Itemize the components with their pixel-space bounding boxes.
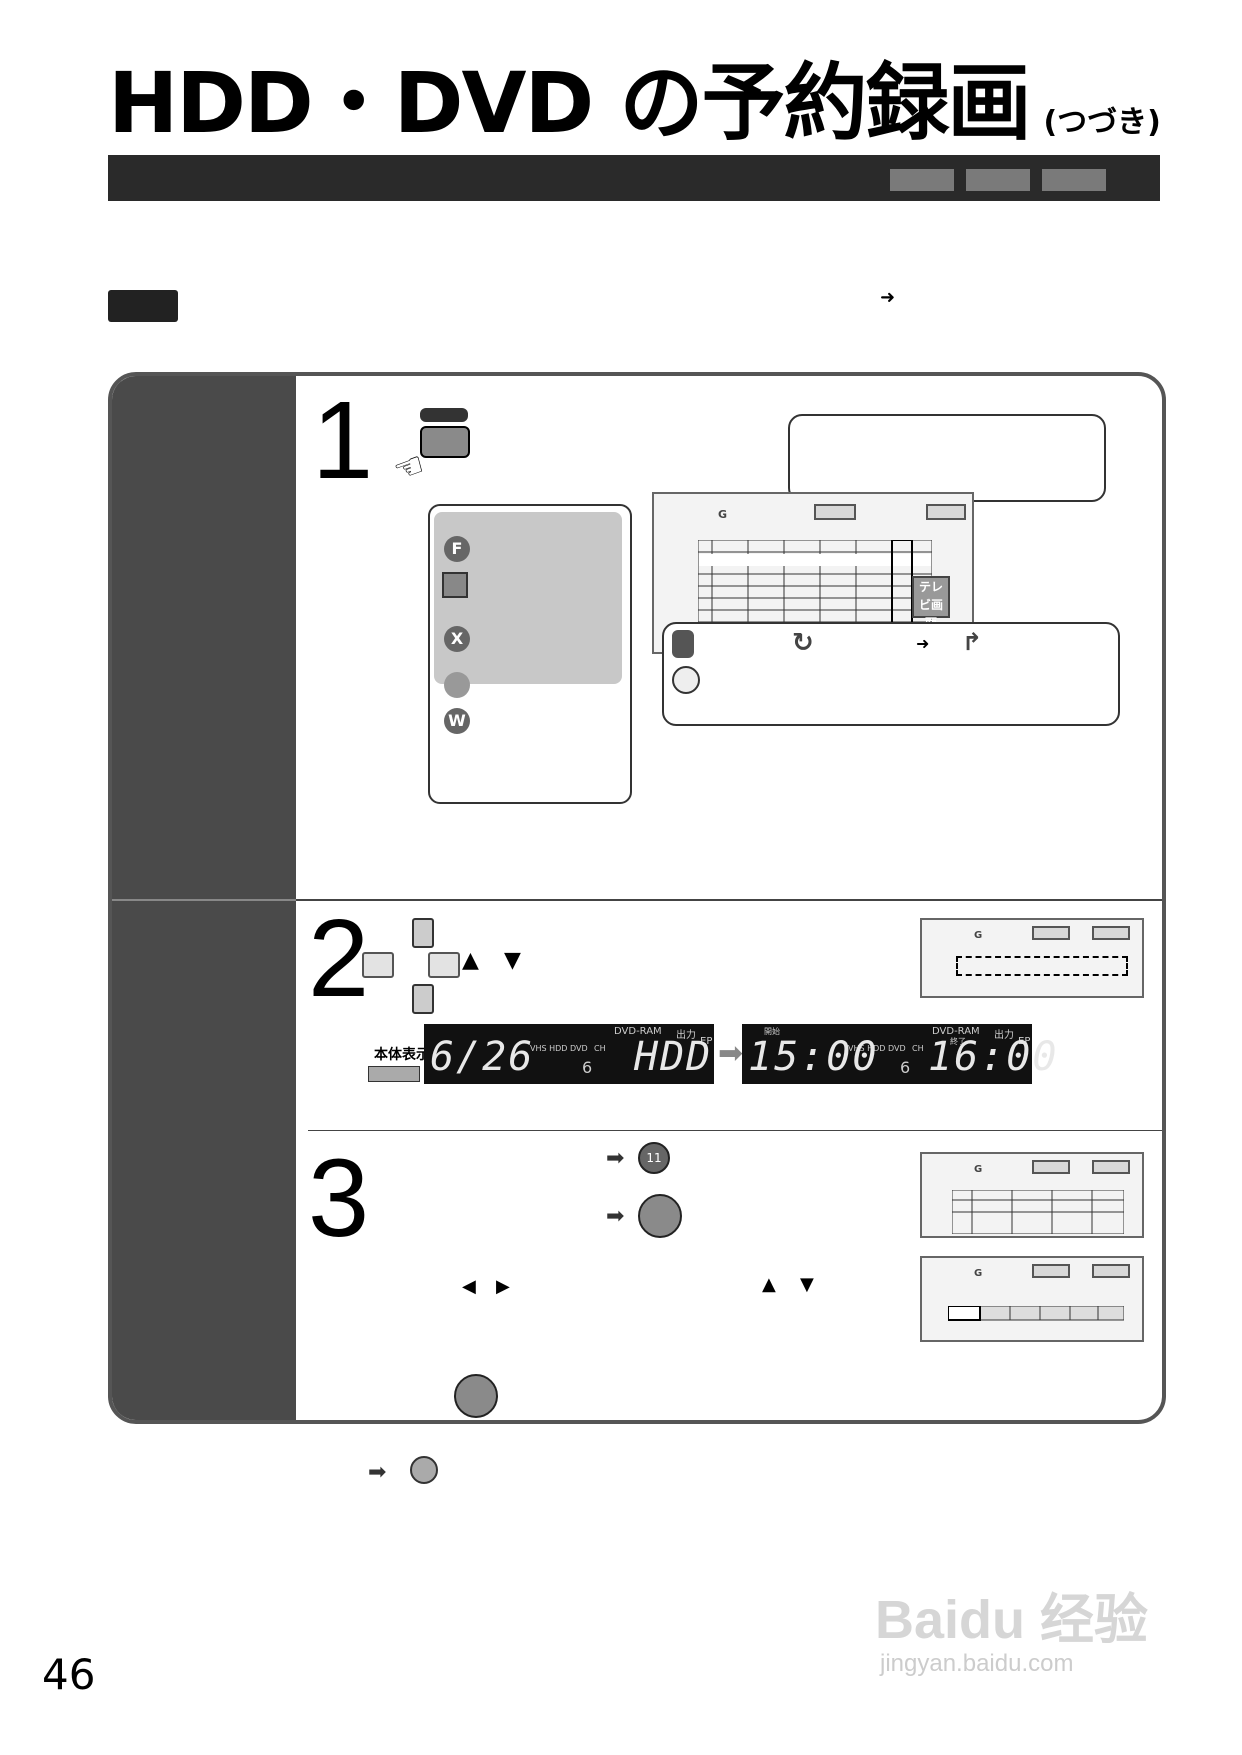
small-round-button[interactable]	[410, 1456, 438, 1484]
lcd-mode: EP	[1018, 1036, 1031, 1047]
lcd-format: DVD-RAM	[932, 1026, 980, 1037]
hdd-icon	[672, 630, 694, 658]
lcd-date: 6/26	[430, 1034, 535, 1080]
lcd-format: DVD-RAM	[614, 1026, 662, 1037]
step-sidebar	[112, 376, 296, 1420]
lcd-source: VHS HDD DVD	[530, 1044, 588, 1053]
repeat-icon: ↻	[792, 628, 814, 658]
left-cursor-button[interactable]	[362, 952, 394, 978]
icon-legend-panel	[662, 622, 1120, 726]
g-guide-logo: G	[974, 930, 983, 941]
lcd-ch-label: CH	[912, 1044, 924, 1053]
header-tab	[966, 169, 1030, 191]
down-triangle-icon: ▼	[504, 948, 521, 973]
right-triangle-icon: ▶	[496, 1276, 510, 1297]
x-icon: X	[444, 626, 470, 652]
f-icon: F	[444, 536, 470, 562]
lcd-mode: EP	[700, 1036, 713, 1047]
lcd-end-label: 終了	[950, 1037, 966, 1046]
lcd-ch-label: CH	[594, 1044, 606, 1053]
up-cursor-button[interactable]	[412, 918, 434, 948]
screen-button	[1092, 1264, 1130, 1278]
overlap-icon	[442, 572, 468, 598]
step-separator	[308, 1130, 1162, 1131]
screen-button	[814, 504, 856, 520]
arrow-right-icon: ➡	[368, 1460, 387, 1485]
page-title: HDD・DVD の予約録画(つづき)	[108, 58, 1161, 168]
screen-button	[926, 504, 966, 520]
screen-button	[1032, 926, 1070, 940]
lcd-display-2: DVD-RAM 出力 終了 EP 開始 VHS HDD DVD CH 6 15:…	[742, 1024, 1056, 1084]
arrow-right-icon: ➡	[606, 1204, 625, 1229]
lcd-output: 出力	[676, 1030, 696, 1041]
lcd-end-time: 16:00	[928, 1034, 1059, 1080]
step-number-2: 2	[308, 897, 370, 1020]
info-callout	[788, 414, 1106, 502]
unit-icon	[368, 1066, 420, 1082]
up-triangle-icon: ▲	[762, 1274, 776, 1295]
watermark-url: jingyan.baidu.com	[880, 1650, 1074, 1677]
g-guide-logo: G	[974, 1268, 983, 1279]
screen-button	[1092, 1160, 1130, 1174]
arrow-right-icon: ➜	[916, 634, 930, 653]
confirm-button[interactable]	[638, 1194, 682, 1238]
sidebar-divider	[112, 899, 296, 901]
procedure-frame: 1 ☜ F X W G	[108, 372, 1166, 1424]
lcd-output: 出力	[994, 1030, 1014, 1041]
header-bar	[108, 155, 1160, 201]
selection-screen: G	[920, 918, 1144, 998]
continue-icon: ↱	[962, 628, 983, 656]
left-triangle-icon: ◀	[462, 1276, 476, 1297]
lcd-start-label: 開始	[764, 1027, 780, 1036]
up-triangle-icon: ▲	[462, 948, 479, 973]
timer-grid	[952, 1190, 1124, 1234]
selected-row-highlight	[956, 956, 1128, 976]
down-triangle-icon: ▼	[800, 1274, 814, 1295]
lcd-source: VHS HDD DVD	[848, 1044, 906, 1053]
step-number-3: 3	[308, 1137, 370, 1260]
program-guide-button[interactable]	[420, 426, 470, 458]
w-icon: W	[444, 708, 470, 734]
screen-button	[1092, 926, 1130, 940]
step-number-1: 1	[312, 379, 374, 502]
watermark-logo: Baidu 经验	[875, 1590, 1149, 1650]
title-sub: (つづき)	[1043, 105, 1161, 140]
header-tab	[890, 169, 954, 191]
right-cursor-button[interactable]	[428, 952, 460, 978]
ok-button[interactable]	[454, 1374, 498, 1418]
dvd-disc-icon	[672, 666, 700, 694]
g-guide-logo: G	[718, 508, 728, 521]
title-main: HDD・DVD の予約録画	[108, 54, 1031, 152]
screen-button	[1032, 1160, 1070, 1174]
lcd-start-time: 15:00	[748, 1034, 879, 1080]
header-tab	[1042, 169, 1106, 191]
screen-button	[1032, 1264, 1070, 1278]
time-setting-row	[948, 1306, 1124, 1321]
arrow-right-icon: ➡	[606, 1146, 625, 1171]
remote-top-button	[420, 408, 468, 422]
down-cursor-button[interactable]	[412, 984, 434, 1014]
page-number: 46	[42, 1650, 96, 1699]
button-11[interactable]: 11	[638, 1142, 670, 1174]
timer-screen-2: G	[920, 1256, 1144, 1342]
lcd-target: HDD	[634, 1034, 713, 1080]
g-guide-logo: G	[974, 1164, 983, 1175]
reference-arrow-icon: ➜	[880, 287, 896, 308]
tv-screen-icon: テレビ画面	[912, 576, 950, 630]
lcd-ch: 6	[900, 1058, 911, 1077]
step-separator	[296, 899, 1162, 901]
lcd-display-1: DVD-RAM 出力 EP VHS HDD DVD CH 6 6/26 HDD	[424, 1024, 714, 1084]
timer-screen-1: G	[920, 1152, 1144, 1238]
transition-arrow-icon: ➡	[718, 1036, 744, 1071]
lcd-ch: 6	[582, 1058, 593, 1077]
grey-circle-icon	[444, 672, 470, 698]
preparation-badge	[108, 290, 178, 322]
